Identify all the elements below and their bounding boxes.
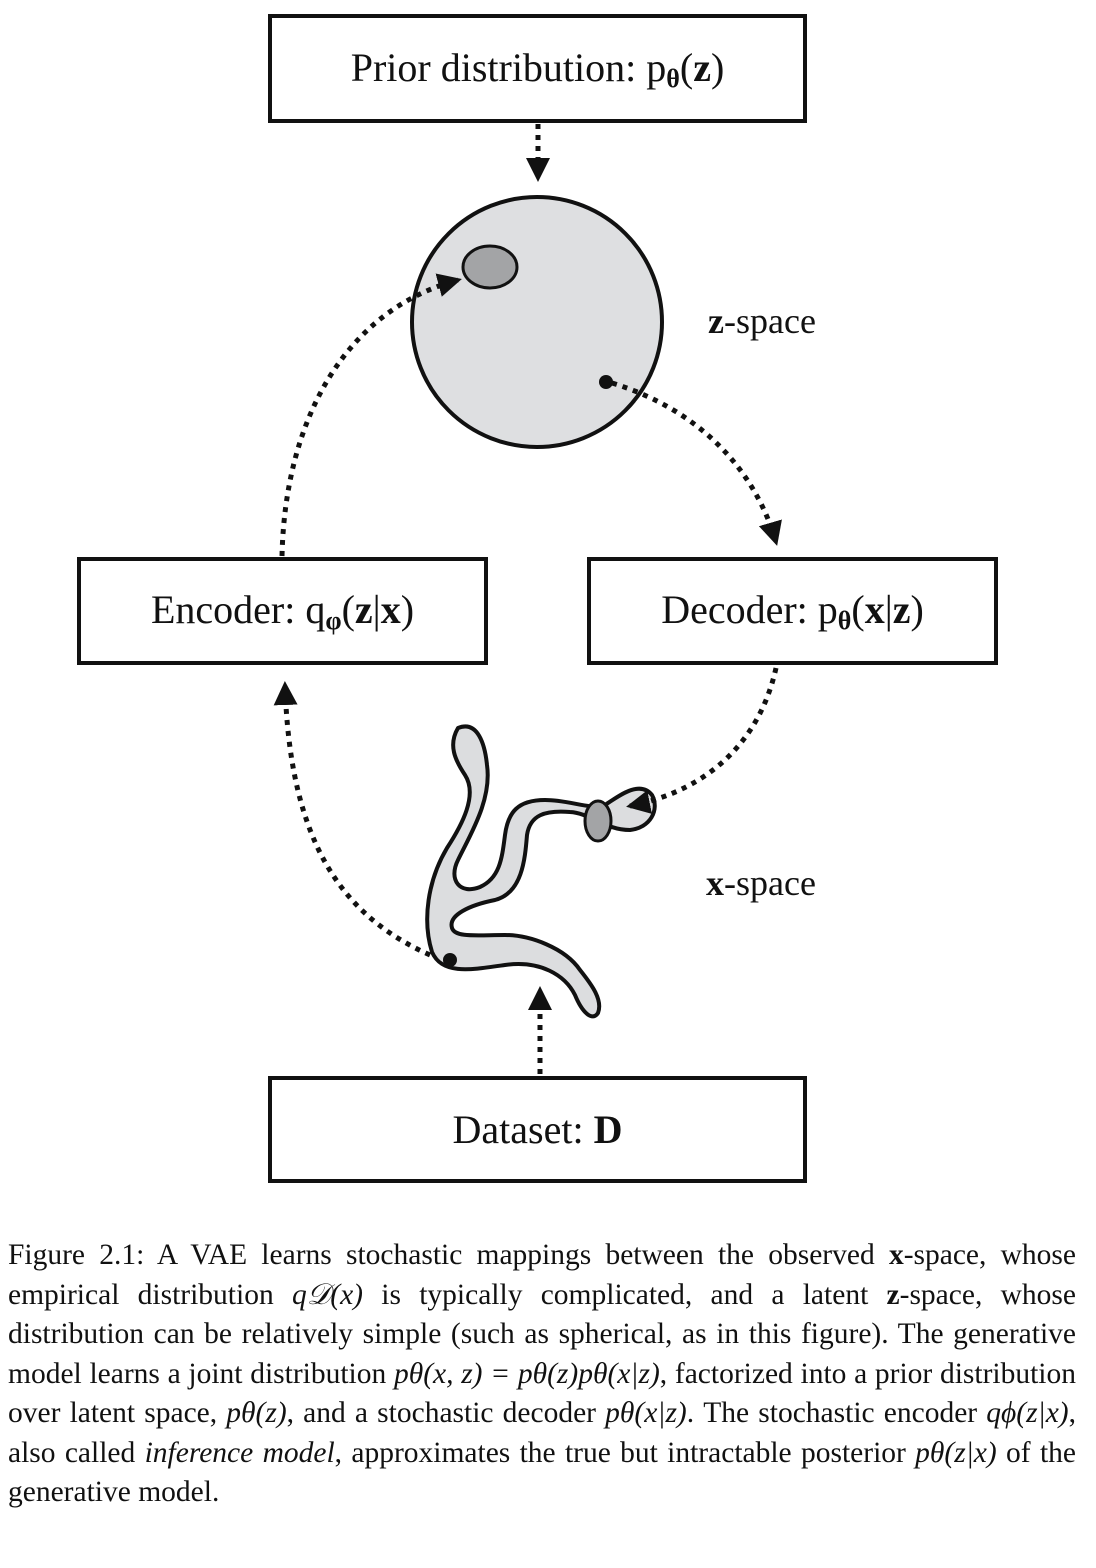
z-space-label: z-space [708,301,816,341]
figure-caption: Figure 2.1: A VAE learns stochastic mapp… [8,1239,1077,1508]
prior-label: Prior distribution: pθ(z) [350,44,725,93]
z-space-sample-point [599,375,613,389]
x-space-decoded-blob [583,799,613,843]
dataset-box: Dataset: D [268,1076,807,1183]
x-space-sample-point [443,953,457,967]
z-space-sphere [410,195,664,449]
x-space-data-manifold [425,724,657,1019]
decoder-box: Decoder: pθ(x|z) [587,557,998,665]
x-space-label: x-space [706,863,816,903]
decoder-label: Decoder: pθ(x|z) [661,587,924,635]
arrow-z-space-to-decoder [611,380,782,546]
diagram-canvas [273,124,782,1074]
dataset-label: Dataset: D [452,1107,623,1152]
arrow-x-space-to-encoder [273,681,432,958]
inference-model-term: inference model [144,1436,335,1469]
arrow-decoder-to-x-space [626,667,779,814]
encoder-box: Encoder: qφ(z|x) [77,557,488,665]
vae-diagram: Prior distribution: pθ(z) Encoder: qφ(z|… [77,14,998,1183]
z-space-posterior-blob [461,244,519,290]
prior-distribution-box: Prior distribution: pθ(z) [268,14,807,123]
encoder-label: Encoder: qφ(z|x) [150,587,415,635]
